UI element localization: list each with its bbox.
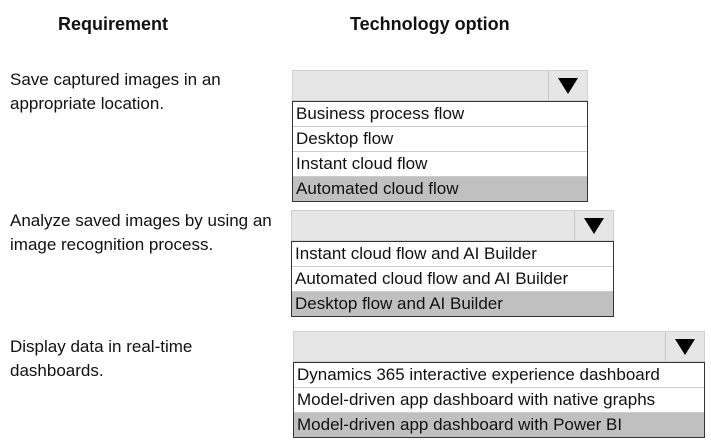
- technology-header: Technology option: [350, 14, 510, 34]
- dropdown-header[interactable]: [292, 70, 588, 101]
- requirement-header: Requirement: [58, 14, 169, 34]
- dropdown-option[interactable]: Desktop flow: [293, 127, 587, 152]
- dropdown-arrow-button[interactable]: [574, 211, 613, 240]
- dropdown-arrow-button[interactable]: [665, 332, 704, 361]
- requirement-text: Display data in real-time dashboards.: [10, 337, 193, 380]
- technology-dropdown[interactable]: Dynamics 365 interactive experience dash…: [293, 331, 705, 438]
- dropdown-option[interactable]: Model-driven app dashboard with native g…: [294, 388, 704, 413]
- dropdown-option[interactable]: Instant cloud flow: [293, 152, 587, 177]
- dropdown-options-list: Dynamics 365 interactive experience dash…: [293, 362, 705, 438]
- dropdown-option[interactable]: Dynamics 365 interactive experience dash…: [294, 363, 704, 388]
- requirement-text: Analyze saved images by using an image r…: [10, 211, 272, 254]
- dropdown-option[interactable]: Automated cloud flow: [293, 177, 587, 201]
- requirement-text: Save captured images in an appropriate l…: [10, 70, 221, 113]
- dropdown-arrow-button[interactable]: [548, 71, 587, 100]
- dropdown-header[interactable]: [293, 331, 705, 362]
- chevron-down-icon: [675, 338, 695, 355]
- chevron-down-icon: [584, 217, 604, 234]
- dropdown-option[interactable]: Desktop flow and AI Builder: [292, 292, 613, 316]
- dropdown-option[interactable]: Instant cloud flow and AI Builder: [292, 242, 613, 267]
- dropdown-option[interactable]: Business process flow: [293, 102, 587, 127]
- dropdown-option[interactable]: Model-driven app dashboard with Power BI: [294, 413, 704, 437]
- chevron-down-icon: [558, 77, 578, 94]
- dropdown-header[interactable]: [291, 210, 614, 241]
- dropdown-option[interactable]: Automated cloud flow and AI Builder: [292, 267, 613, 292]
